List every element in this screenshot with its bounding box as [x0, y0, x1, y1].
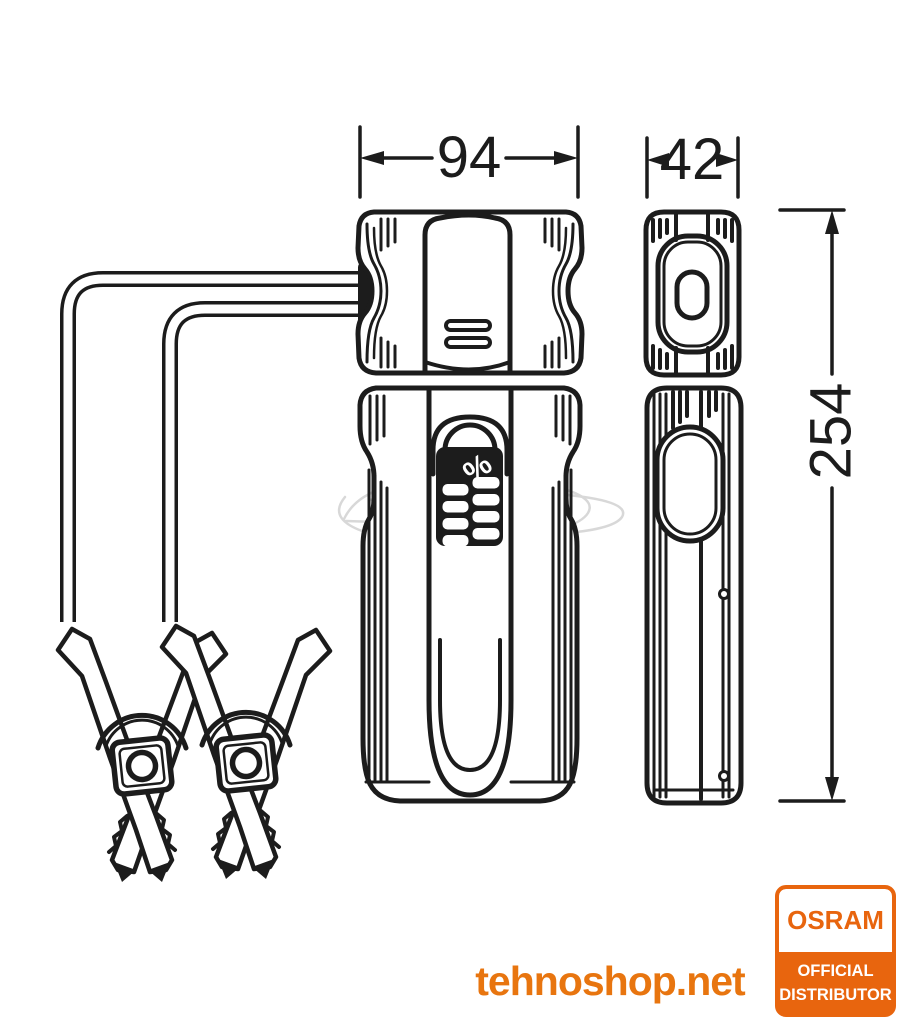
side-width-value: 42 — [660, 127, 725, 192]
front-lower-unit: % — [357, 385, 583, 804]
battery-display-panel: % — [436, 447, 503, 547]
dimension-side-width: 42 — [645, 127, 740, 199]
front-side-ribs — [364, 394, 576, 784]
clamp-right-pivot — [213, 732, 279, 794]
jumper-cables — [60, 262, 382, 622]
side-top-oval-button — [674, 269, 710, 321]
front-top-corner-ribs — [379, 217, 561, 369]
side-detail-dot-2 — [718, 770, 730, 782]
front-width-value: 94 — [437, 125, 502, 190]
front-top-unit — [355, 209, 585, 376]
side-view — [643, 209, 744, 806]
osram-distributor-badge: OSRAM OFFICIAL DISTRIBUTOR — [775, 885, 896, 1017]
side-top-unit — [643, 209, 742, 378]
top-slot-1 — [444, 319, 492, 332]
side-lower-unit — [644, 385, 744, 806]
front-view: % — [355, 209, 585, 804]
dimension-height: 254 — [778, 208, 864, 803]
dimension-front-width: 94 — [358, 125, 580, 199]
watermark-site-text: tehnoshop.net — [475, 958, 745, 1004]
cable-inner — [162, 301, 362, 622]
cable-outer — [60, 271, 362, 622]
top-slot-2 — [444, 336, 492, 349]
side-lower-oval — [654, 424, 726, 544]
side-top-corner-ribs — [651, 218, 734, 370]
front-center-column — [426, 385, 514, 798]
osram-logo: OSRAM — [779, 889, 892, 952]
side-detail-dot-1 — [718, 588, 730, 600]
height-value: 254 — [799, 383, 864, 480]
clamp-right — [159, 623, 333, 879]
badge-official-label: OFFICIAL — [797, 961, 874, 980]
clamp-left-pivot — [109, 735, 175, 797]
badge-distributor-label: DISTRIBUTOR — [779, 985, 892, 1004]
battery-level-segments — [442, 477, 500, 547]
distributor-label-block: OFFICIAL DISTRIBUTOR — [779, 952, 892, 1013]
